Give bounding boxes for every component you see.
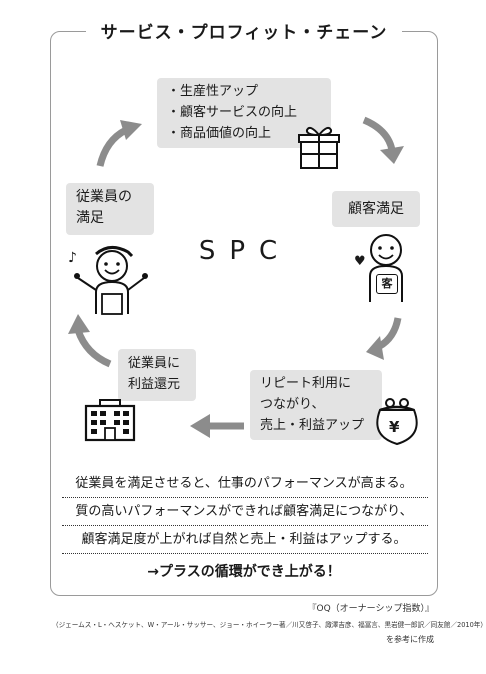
divider-2 [62,525,428,526]
arrow-top-right-icon [362,116,404,164]
heart-icon: ♥ [354,254,366,269]
node-customer-satisfaction: 顧客満足 [332,191,420,227]
center-label: SPC [198,236,292,266]
conclusion: →プラスの循環ができ上がる！ [147,564,341,580]
productivity-line-2: ・顧客サービスの向上 [167,105,298,120]
summary-line-1: 従業員を満足させると、仕事のパフォーマンスが高まる。 [75,476,413,491]
summary-line-3: 顧客満足度が上がれば自然と売上・利益はアップする。 [81,532,407,547]
repeat-use-line-2: つながり、 [260,397,325,412]
building-icon [84,399,136,442]
source-book: 『OQ（オーナーシップ指数）』 [307,604,435,614]
customer-figure: ♥ 客 [352,232,412,304]
arrow-right-icon [366,317,402,360]
repeat-use-line-3: 売上・利益アップ [260,418,365,433]
productivity-line-1: ・生産性アップ [167,84,259,99]
divider-1 [62,497,428,498]
coin-purse-icon [376,398,418,446]
yen-symbol: ¥ [389,418,400,436]
employee-icon [74,246,148,315]
employee-figure: ♪ [66,238,156,316]
productivity-line-3: ・商品価値の向上 [167,126,272,141]
employee-reward-line-2: 利益還元 [128,377,181,392]
node-employee-satisfaction: 従業員の 満足 [66,183,154,235]
customer-satisfaction-label: 顧客満足 [348,201,404,217]
arrow-left-icon [68,314,112,368]
coin-purse-figure: ¥ [374,396,420,446]
node-employee-reward: 従業員に 利益還元 [118,349,196,401]
summary-line-2: 質の高いパフォーマンスができれば顧客満足につながり、 [75,504,413,519]
repeat-use-line-1: リピート利用に [260,376,352,391]
diagram-title: サービス・プロフィット・チェーン [86,20,402,46]
customer-badge: 客 [376,274,398,294]
divider-3 [62,553,428,554]
arrow-bottom-icon [190,414,244,438]
source-note: を参考に作成 [386,635,434,644]
employee-satisfaction-line-2: 満足 [76,210,104,226]
employee-reward-line-1: 従業員に [128,356,181,371]
node-repeat-use: リピート利用に つながり、 売上・利益アップ [250,370,382,440]
arrow-top-left-icon [96,120,142,167]
customer-badge-label: 客 [381,277,393,290]
gift-box-icon [298,126,340,169]
employee-satisfaction-line-1: 従業員の [76,189,132,205]
source-authors: （ジェームス・L・ヘスケット、W・アール・サッサー、ジョー・ホイーラー著／川又啓… [52,621,486,629]
music-note-icon: ♪ [68,250,77,266]
